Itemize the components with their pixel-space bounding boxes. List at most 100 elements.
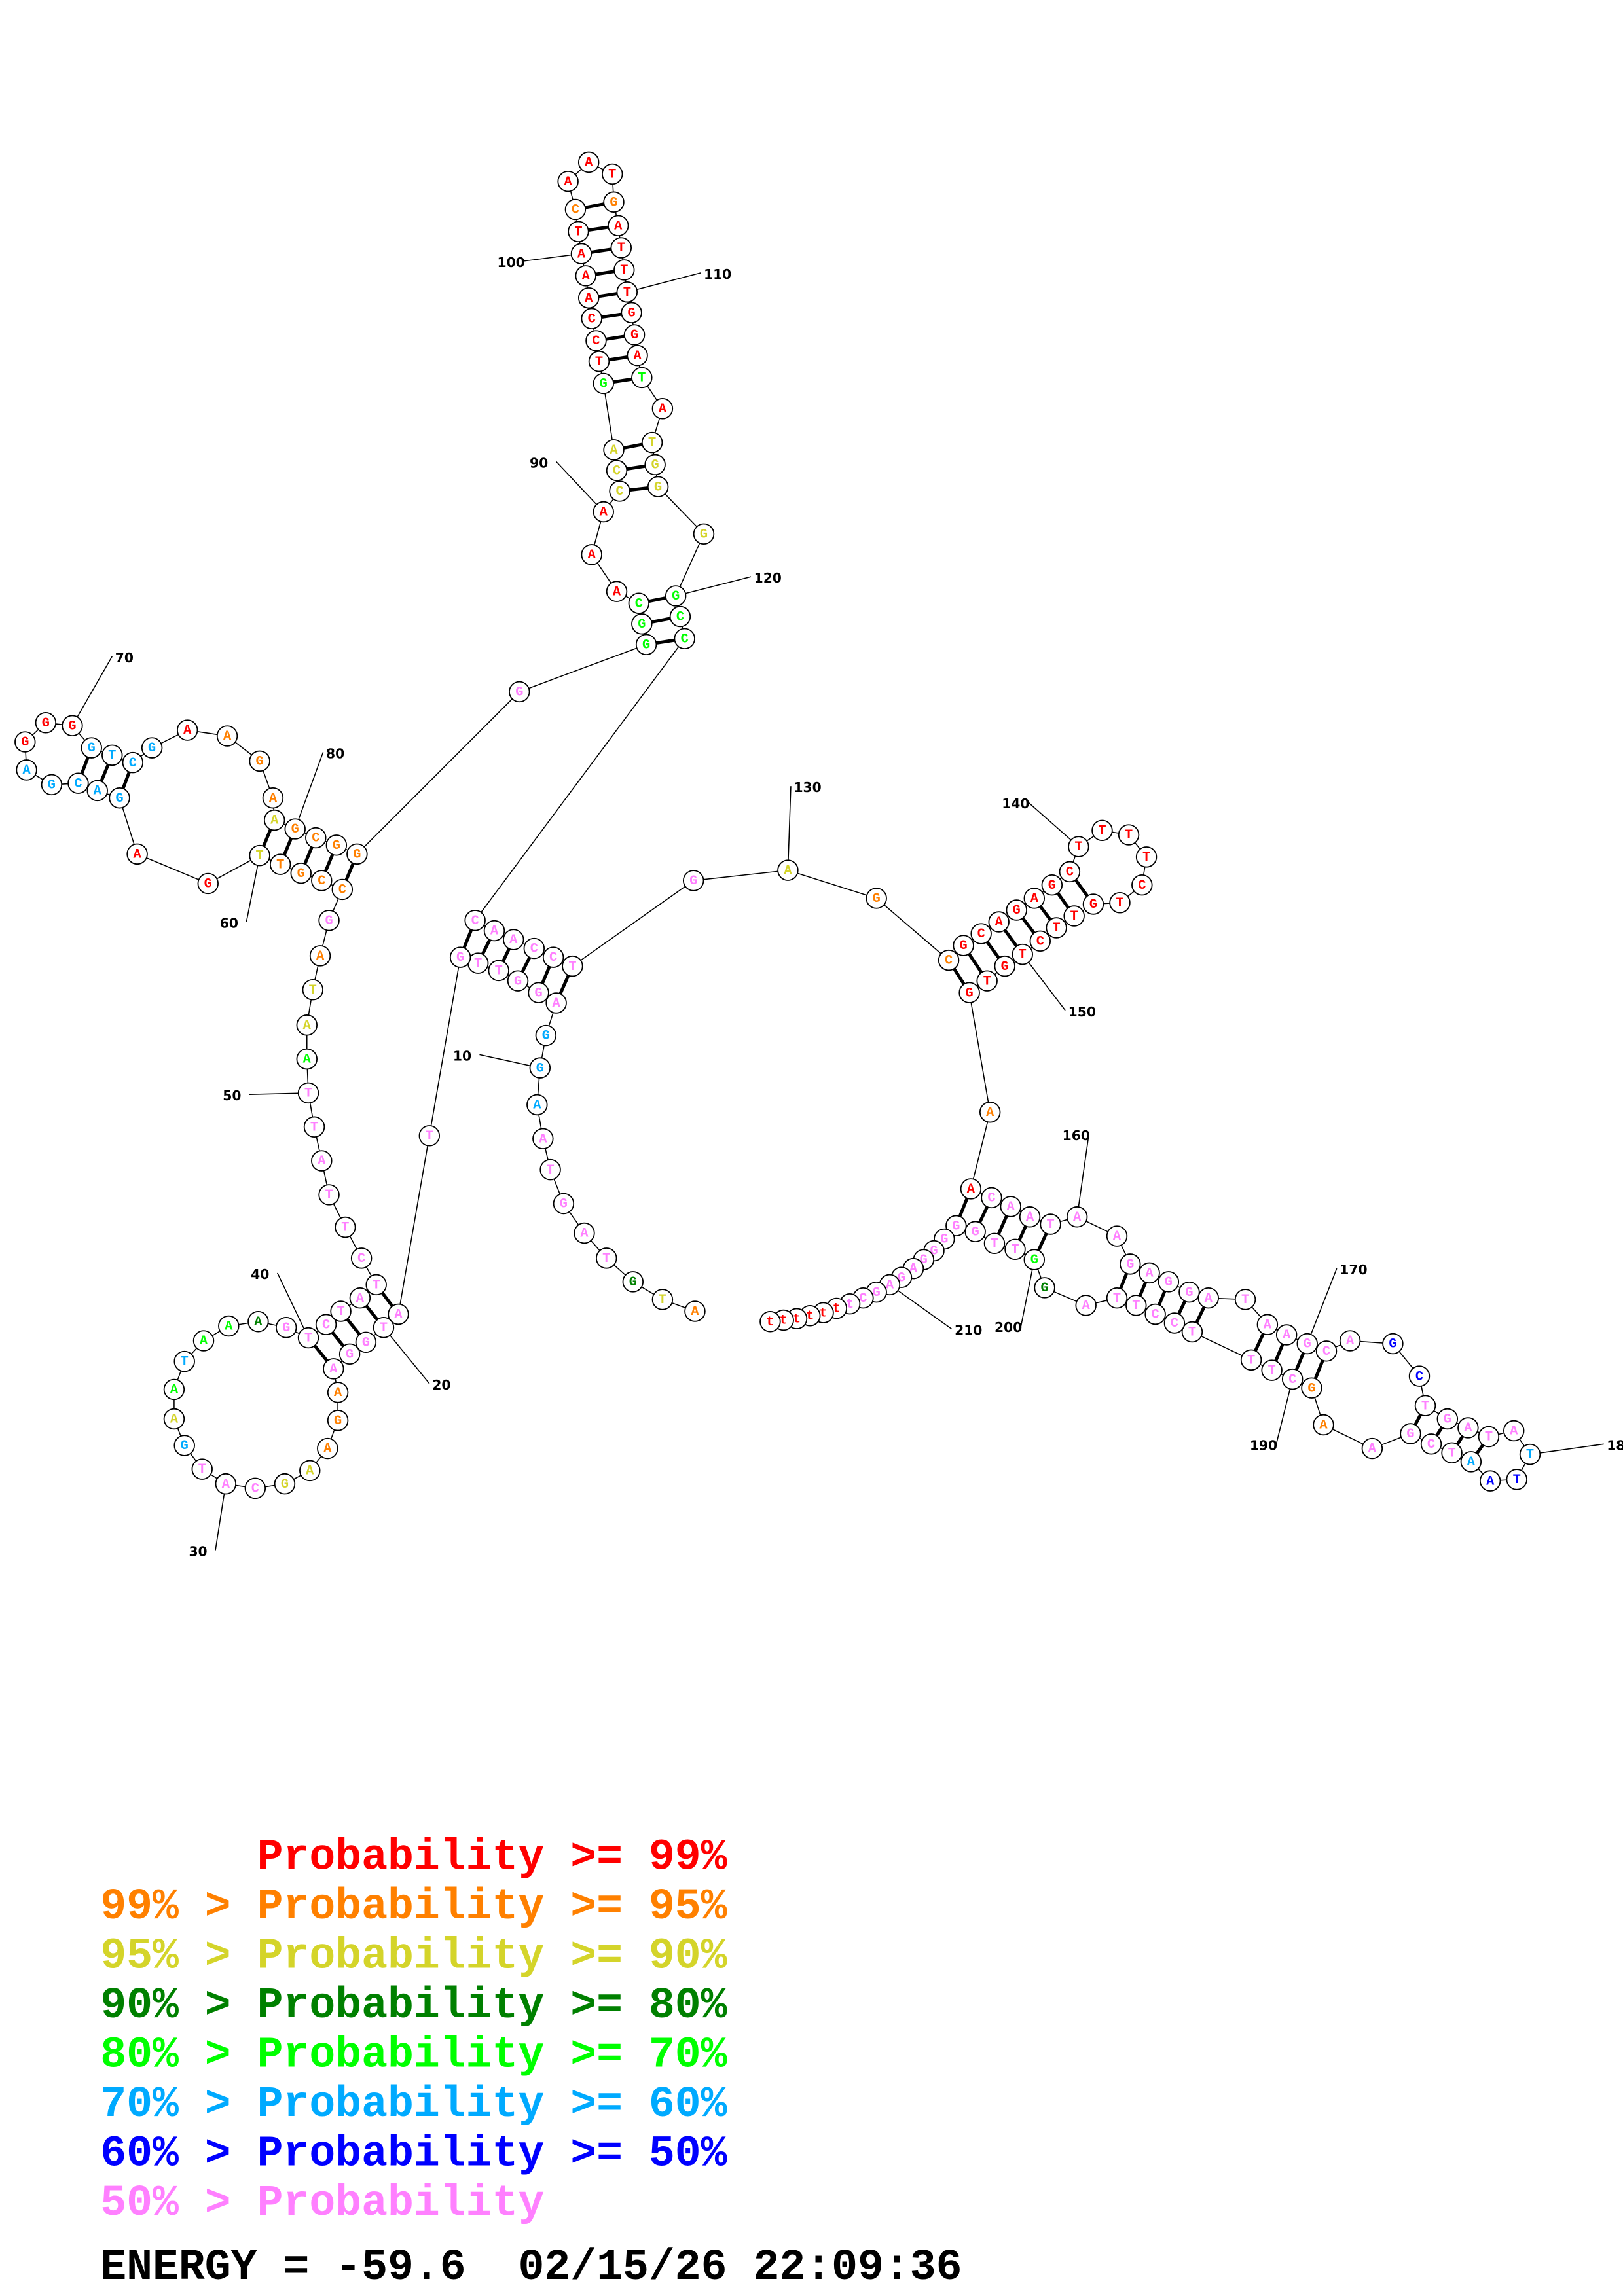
nucleotide-letter: T (1448, 1446, 1455, 1461)
nucleotide-circle (1400, 1423, 1421, 1444)
nucleotide-circle (1519, 1443, 1541, 1465)
nucleotide-circle (297, 1327, 319, 1349)
nucleotide-letter: T (474, 956, 482, 971)
nucleotide: T (588, 350, 610, 372)
nucleotide-circle (318, 910, 340, 931)
nucleotide: T (1118, 824, 1140, 846)
nucleotide: A (1313, 1414, 1334, 1436)
nucleotide-letter: A (610, 443, 618, 458)
nucleotide: A (317, 1437, 338, 1460)
nucleotide-circle (958, 982, 980, 1003)
nucleotide-circle (126, 843, 148, 865)
nucleotide: G (866, 888, 887, 909)
nucleotide-circle (488, 960, 509, 982)
nucleotide-circle (1082, 893, 1104, 915)
position-tick (1275, 1378, 1293, 1444)
nucleotide-circle (317, 1437, 338, 1460)
nucleotide-letter: C (318, 874, 325, 889)
nucleotide-letter: C (1066, 865, 1074, 880)
legend-prefix: 60% > (100, 2129, 257, 2178)
nucleotide-letter: t (846, 1297, 854, 1312)
nucleotide: A (311, 1150, 333, 1172)
nucleotide-circle (960, 1178, 982, 1200)
nucleotide-letter: A (539, 1132, 547, 1147)
nucleotide-circle (192, 1330, 215, 1352)
nucleotide-circle (684, 1300, 706, 1322)
position-label: 100 (497, 255, 524, 270)
nucleotide-circle (290, 862, 312, 884)
nucleotide-circle (570, 243, 593, 264)
nucleotide: C (350, 1247, 373, 1269)
nucleotide: G (355, 1331, 377, 1354)
nucleotide-circle (616, 281, 638, 303)
nucleotide-letter: G (966, 986, 974, 1001)
nucleotide-circle (577, 151, 600, 173)
nucleotide-letter: C (549, 950, 557, 965)
nucleotide-circle (608, 215, 629, 237)
nucleotide-circle (1460, 1451, 1482, 1473)
position-tick (1076, 1134, 1089, 1217)
nucleotide-letter: A (967, 1182, 976, 1197)
nucleotide-letter: G (629, 1275, 637, 1290)
nucleotide: C (1315, 1340, 1338, 1362)
nucleotide-circle (529, 1057, 551, 1079)
nucleotide-circle (606, 581, 628, 602)
nucleotide-circle (1313, 1414, 1334, 1436)
nucleotide: A (988, 911, 1010, 933)
legend-prefix: 95% > (100, 1931, 257, 1981)
nucleotide-circle (418, 1125, 441, 1147)
nucleotide-letter: G (456, 950, 464, 965)
position-tick (383, 1327, 430, 1384)
nucleotide: A (483, 920, 505, 942)
nucleotide-circle (581, 544, 602, 565)
nucleotide-circle (610, 237, 632, 259)
legend-row: 50% > Probability (100, 2179, 544, 2228)
nucleotide-circle (81, 737, 102, 759)
nucleotide-letter: A (323, 1442, 332, 1457)
nucleotide: G (346, 843, 368, 865)
nucleotide: A (503, 929, 524, 950)
nucleotide-letter: G (181, 1439, 189, 1454)
nucleotide-letter: A (269, 791, 278, 806)
nucleotide: A (532, 1128, 554, 1150)
nucleotide-letter: C (1138, 878, 1146, 893)
nucleotide-letter: T (1513, 1473, 1521, 1488)
nucleotide: A (388, 1303, 409, 1325)
nucleotide: T (1109, 891, 1131, 914)
nucleotide-letter: G (642, 637, 650, 653)
nucleotide-letter: A (1082, 1299, 1091, 1314)
nucleotide-circle (1339, 1330, 1361, 1352)
nucleotide-letter: C (572, 203, 579, 218)
nucleotide-circle (41, 774, 63, 796)
nucleotide: T (318, 1184, 340, 1206)
nucleotide-circle (1029, 930, 1051, 952)
nucleotide-circle (693, 523, 715, 545)
nucleotide: G (1158, 1271, 1180, 1293)
nucleotide: C (1029, 930, 1051, 952)
nucleotide: T (1046, 917, 1067, 939)
position-label: 150 (1068, 1004, 1096, 1020)
nucleotide: A (1275, 1324, 1298, 1346)
nucleotide: G (81, 737, 102, 759)
nucleotide: G (1023, 1249, 1046, 1270)
nucleotide: G (623, 324, 646, 346)
nucleotide-circle (373, 1317, 395, 1338)
nucleotide-letter: G (1013, 903, 1021, 918)
nucleotide-circle (1503, 1420, 1525, 1442)
nucleotide: A (1197, 1287, 1219, 1309)
nucleotide-circle (346, 843, 368, 865)
nucleotide-circle (1059, 861, 1081, 883)
nucleotide-circle (759, 1311, 781, 1333)
nucleotide-circle (1106, 1225, 1128, 1247)
legend-prefix (100, 1833, 257, 1882)
nucleotide-circle (593, 372, 614, 395)
nucleotide: T (568, 221, 589, 243)
nucleotide: A (1139, 1262, 1160, 1284)
legend-text: Probability >= 80% (257, 1981, 727, 2030)
nucleotide-letter: A (303, 1052, 312, 1067)
position-tick (675, 576, 752, 597)
nucleotide-circle (1256, 1314, 1279, 1335)
nucleotide-letter: T (108, 748, 116, 763)
nucleotide: T (1063, 905, 1085, 927)
